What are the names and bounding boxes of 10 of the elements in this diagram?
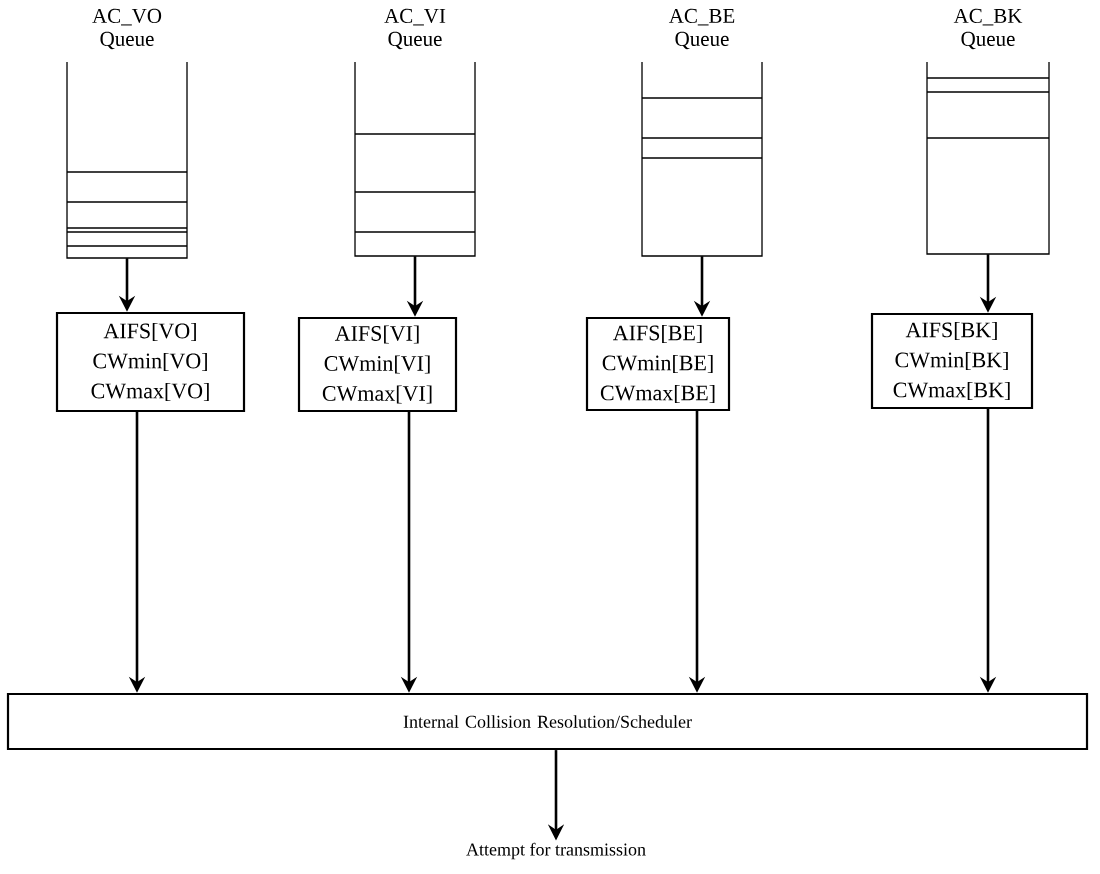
queue: AC_BK Queue bbox=[926, 8, 1050, 255]
scheduler-box: Internal Collision Resolution/Scheduler bbox=[6, 692, 1089, 751]
queue: AC_BE Queue bbox=[641, 8, 763, 257]
parameter-box: AIFS[BE] CWmin[BE] CWmax[BE] bbox=[585, 316, 731, 412]
parameter-box: AIFS[VI] CWmin[VI] CWmax[VI] bbox=[297, 316, 458, 413]
parameter-box: AIFS[BK] CWmin[BK] CWmax[BK] bbox=[870, 312, 1034, 410]
queue: AC_VI Queue bbox=[354, 8, 476, 257]
parameter-box: AIFS[VO] CWmin[VO] CWmax[VO] bbox=[55, 311, 246, 413]
queue: AC_VO Queue bbox=[66, 8, 188, 259]
output-label: Attempt for transmission bbox=[466, 842, 646, 860]
